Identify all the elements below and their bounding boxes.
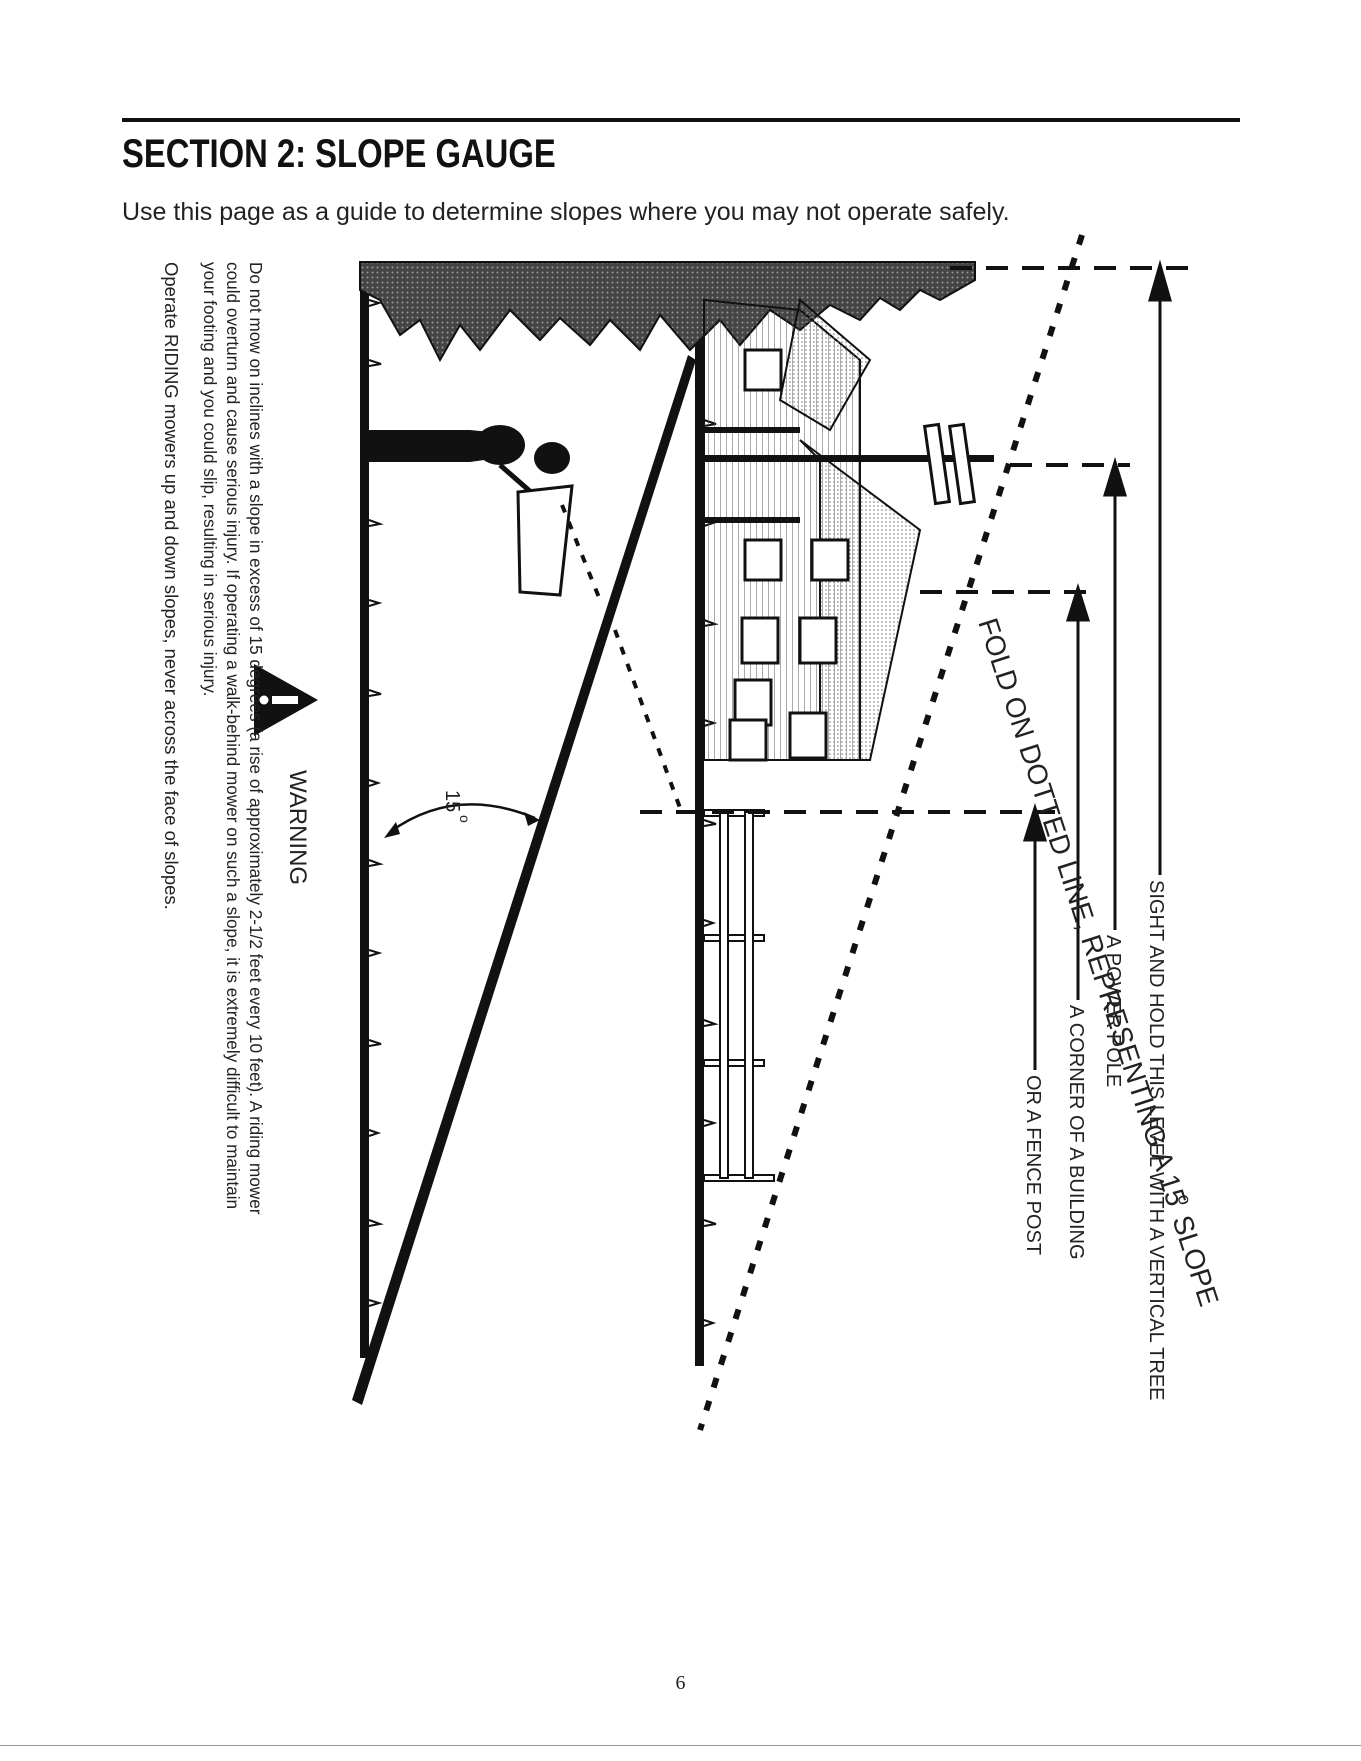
sight-lines — [560, 266, 1190, 814]
angle-label: 15 — [441, 790, 463, 812]
warning-line-3: your footing and you could slip, resulti… — [200, 262, 220, 696]
warning-line-2: could overturn and cause serious injury.… — [223, 262, 243, 1209]
warning-line-1: Do not mow on inclines with a slope in e… — [246, 262, 266, 1215]
angle-degree-mark: o — [457, 815, 473, 823]
angle-arc — [384, 803, 540, 838]
sighting-arrows — [1022, 259, 1172, 1070]
house-illustration — [703, 298, 922, 762]
slope-line — [352, 355, 696, 1405]
fence-illustration — [703, 809, 775, 1182]
person-illustration — [369, 425, 574, 597]
ground-left — [360, 262, 384, 1358]
sight-building-label: A CORNER OF A BUILDING — [1065, 1005, 1087, 1260]
power-pole-illustration — [704, 422, 994, 506]
riding-instruction: Operate RIDING mowers up and down slopes… — [161, 262, 182, 910]
fold-dotted-line — [697, 234, 1085, 1431]
section-title: SECTION 2: SLOPE GAUGE — [122, 132, 556, 176]
warning-triangle-icon — [254, 664, 318, 736]
fold-label-slope: SLOPE — [1166, 1212, 1224, 1310]
bottom-rule — [0, 1745, 1361, 1746]
sight-pole-label: A POWER POLE — [1102, 935, 1124, 1087]
sight-fence-label: OR A FENCE POST — [1022, 1075, 1044, 1255]
page-number: 6 — [675, 1672, 686, 1694]
warning-heading: WARNING — [284, 770, 311, 885]
top-rule — [122, 118, 1240, 122]
sight-tree-label: SIGHT AND HOLD THIS LEVEL WITH A VERTICA… — [1145, 880, 1167, 1401]
tree-illustration — [359, 261, 976, 363]
intro-text: Use this page as a guide to determine sl… — [122, 198, 1010, 226]
